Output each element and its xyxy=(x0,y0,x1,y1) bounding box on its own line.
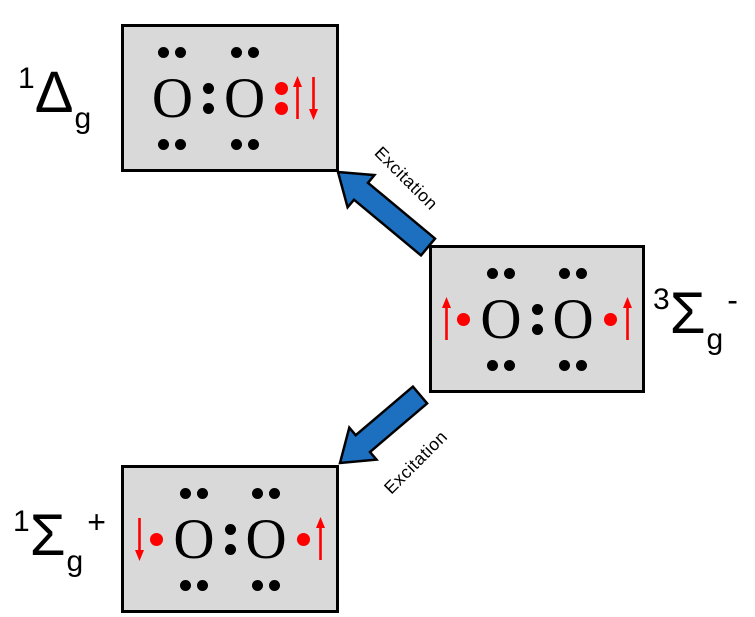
paired-pi-electrons xyxy=(275,76,320,120)
term-greek-letter: Σ xyxy=(29,503,66,568)
red-electron-dot xyxy=(150,532,164,546)
lone-pair-top xyxy=(559,267,588,279)
oxygen-atom-letter: O xyxy=(151,66,193,130)
electron-dot xyxy=(269,487,281,499)
term-subscript: g xyxy=(66,545,84,578)
excitation-arrow-to-delta-icon xyxy=(336,170,437,258)
spin-down-arrow-icon xyxy=(135,518,145,561)
term-multiplicity: 3 xyxy=(653,283,670,316)
electron-dot xyxy=(230,46,242,58)
electron-dot xyxy=(224,523,236,535)
electron-dot xyxy=(559,267,571,279)
lone-pair-bottom xyxy=(179,579,208,591)
oxygen-atom: O xyxy=(173,487,215,591)
oxygen-atom-letter: O xyxy=(224,66,266,130)
electron-dot xyxy=(486,359,498,371)
lone-pair-bottom xyxy=(486,359,515,371)
red-electron-dot xyxy=(275,81,289,95)
red-electron-pair-dots xyxy=(275,81,289,115)
electron-dot xyxy=(486,267,498,279)
term-greek-letter: Σ xyxy=(669,281,706,346)
electron-dot xyxy=(175,138,187,150)
electron-dot xyxy=(559,359,571,371)
spin-up-arrow-icon xyxy=(315,517,325,560)
lone-pair-top xyxy=(179,487,208,499)
unpaired-electron-left xyxy=(133,517,164,561)
unpaired-electron-right xyxy=(603,297,634,341)
term-multiplicity: 1 xyxy=(18,62,35,95)
red-electron-dot xyxy=(275,101,289,115)
bonding-pair-dots xyxy=(224,523,236,555)
electron-dot xyxy=(252,579,264,591)
electron-dot xyxy=(503,359,515,371)
bonding-pair-dots xyxy=(531,303,543,335)
electron-dot xyxy=(179,487,191,499)
lewis-structure: O O xyxy=(133,487,327,591)
electron-dot xyxy=(196,579,208,591)
electron-dot xyxy=(158,138,170,150)
term-greek-letter: Δ xyxy=(34,60,74,125)
oxygen-atom-letter: O xyxy=(245,507,287,571)
electron-dot xyxy=(224,543,236,555)
spin-up-arrow-icon xyxy=(442,297,452,340)
spin-down-arrow-icon xyxy=(309,77,319,120)
electron-dot xyxy=(247,46,259,58)
term-symbol-singlet-delta: 1Δg xyxy=(18,64,91,134)
term-parity-sign: + xyxy=(87,504,106,540)
electron-dot xyxy=(158,46,170,58)
lone-pair-bottom xyxy=(559,359,588,371)
electron-dot xyxy=(576,267,588,279)
unpaired-electron-right xyxy=(296,517,327,561)
red-electron-dot xyxy=(603,312,617,326)
lone-pair-bottom xyxy=(230,138,259,150)
electron-dot xyxy=(196,487,208,499)
oxygen-atom-letter: O xyxy=(480,287,522,351)
term-subscript: g xyxy=(74,102,92,135)
term-symbol-triplet-sigma: 3Σg- xyxy=(653,284,738,355)
spin-up-arrow-icon xyxy=(622,297,632,340)
electron-dot xyxy=(203,82,214,94)
electron-dot xyxy=(252,487,264,499)
state-box-singlet-sigma-plus: O O xyxy=(121,465,339,613)
lone-pair-top xyxy=(158,46,187,58)
lone-pair-bottom xyxy=(252,579,281,591)
electron-dot xyxy=(179,579,191,591)
term-symbol-singlet-sigma-plus: 1Σg+ xyxy=(13,506,106,577)
electron-dot xyxy=(576,359,588,371)
term-subscript: g xyxy=(706,323,724,356)
term-multiplicity: 1 xyxy=(13,505,30,538)
term-parity-sign: - xyxy=(727,282,738,318)
unpaired-electron-left xyxy=(440,297,471,341)
oxygen-atom: O xyxy=(480,267,522,371)
red-electron-dot xyxy=(296,532,310,546)
oxygen-atom-letter: O xyxy=(173,507,215,571)
spin-up-arrow-icon xyxy=(293,76,303,119)
lone-pair-bottom xyxy=(158,138,187,150)
electron-dot xyxy=(531,303,543,315)
lewis-structure: O O xyxy=(440,267,634,371)
oxygen-atom: O xyxy=(552,267,594,371)
electron-dot xyxy=(503,267,515,279)
electron-dot xyxy=(230,138,242,150)
oxygen-atom-letter: O xyxy=(552,287,594,351)
electron-dot xyxy=(247,138,259,150)
electron-dot xyxy=(531,323,543,335)
electron-dot xyxy=(203,102,214,114)
electron-dot xyxy=(175,46,187,58)
lewis-structure: O O xyxy=(151,46,320,150)
state-box-triplet-sigma: O O xyxy=(429,245,645,393)
lone-pair-top xyxy=(230,46,259,58)
oxygen-atom: O xyxy=(245,487,287,591)
lone-pair-top xyxy=(486,267,515,279)
state-box-singlet-delta: O O xyxy=(121,24,339,172)
electron-dot xyxy=(269,579,281,591)
oxygen-atom: O xyxy=(151,46,193,150)
oxygen-atom: O xyxy=(224,46,266,150)
lone-pair-top xyxy=(252,487,281,499)
excitation-arrow-to-sigma-plus-icon xyxy=(338,384,429,465)
bonding-pair-dots xyxy=(203,82,214,114)
red-electron-dot xyxy=(457,312,471,326)
